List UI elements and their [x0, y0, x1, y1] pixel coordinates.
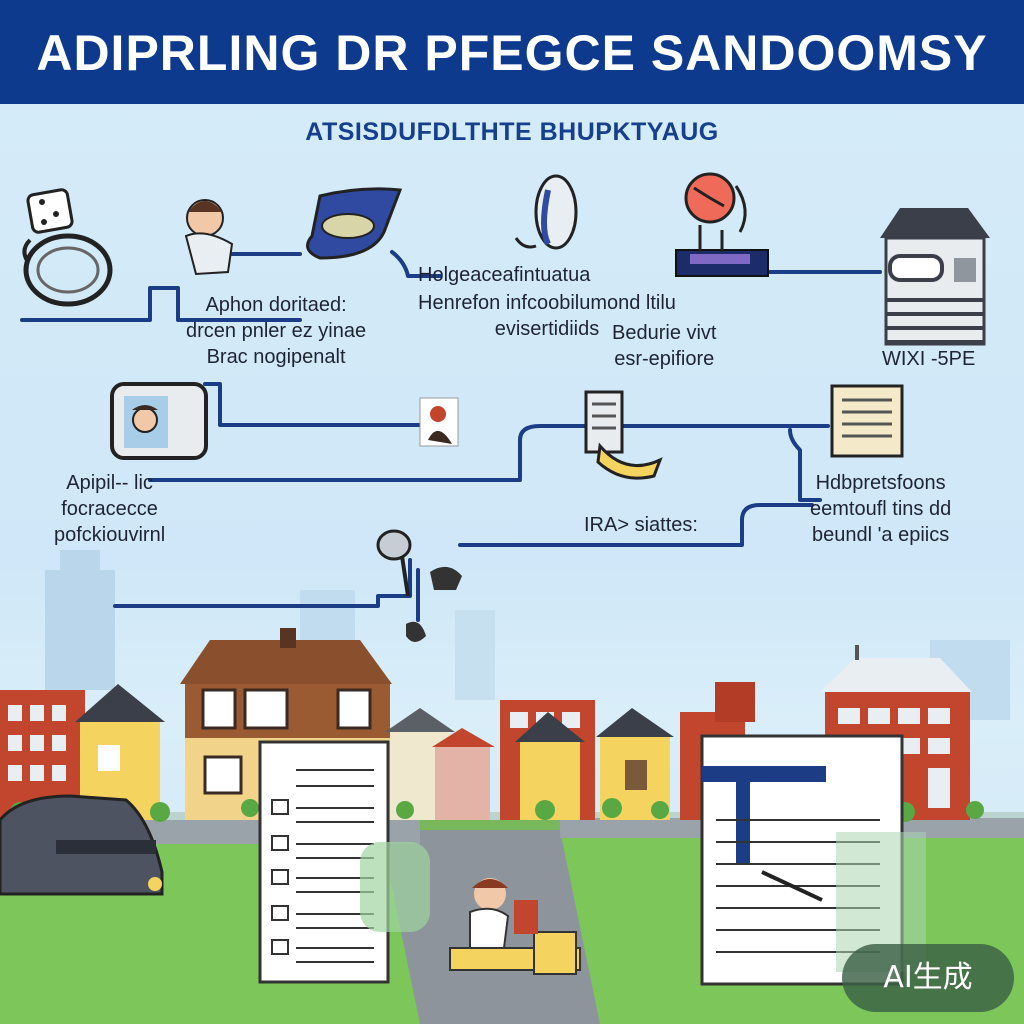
- label-node-f-line2: focracecce: [61, 498, 158, 520]
- label-node-d: Bedurie vivt esr-epifiore: [612, 320, 717, 372]
- device-icon: [584, 390, 663, 480]
- shoe-icon: [306, 187, 403, 260]
- label-node-h-line3: beundl 'a epiics: [811, 524, 950, 546]
- tie-icon: [514, 174, 578, 250]
- connector-shoe-text: [390, 250, 442, 278]
- label-node-f-line3: pofckiouvirnl: [54, 524, 166, 546]
- building-icon: [880, 208, 990, 346]
- label-node-a-line3: Brac nogipenalt: [206, 346, 346, 368]
- person-icon: [184, 199, 234, 276]
- worker-icon: [449, 878, 581, 975]
- dice-icon: [26, 188, 74, 234]
- page-title: ADIPRLING DR PFEGCE SANDOOMSY: [36, 25, 988, 81]
- cable-icon: [22, 233, 113, 307]
- connector-row2-left: [203, 382, 422, 427]
- clock-icon: [684, 172, 747, 233]
- label-node-f-line1: Apipil-- lic: [66, 472, 153, 494]
- label-node-h-line1: Hdbpretsfoons: [815, 472, 946, 494]
- connector-row1-left: [20, 286, 302, 322]
- label-node-a-line1: Aphon doritaed:: [205, 294, 347, 316]
- label-node-h-line2: eemtoufl tins dd: [810, 498, 952, 520]
- label-node-c-line1: Henrefon infcoobilumond ltilu: [418, 292, 676, 314]
- label-node-a: Aphon doritaed: drcen pnler ez yinae Bra…: [186, 292, 366, 370]
- label-node-e: WIXI -5PE: [882, 348, 976, 370]
- label-node-g: IRA> siattes:: [584, 514, 698, 536]
- lamp-icon: [376, 529, 412, 597]
- connector-row2-mid: [518, 424, 830, 480]
- label-node-c: Henrefon infcoobilumond ltilu evisertidi…: [418, 290, 676, 342]
- cat-icon: [406, 566, 462, 642]
- page-subtitle: ATSISDUFDLTHTE BHUPKTYAUG: [305, 118, 719, 146]
- label-node-c-line2: evisertidiids: [494, 318, 600, 340]
- middle-houses: [385, 700, 674, 820]
- laptop-icon: [675, 225, 769, 277]
- ai-generated-badge: AI生成: [842, 944, 1014, 1012]
- document-icon: [830, 384, 904, 458]
- car-icon: [0, 794, 164, 896]
- title-bar: ADIPRLING DR PFEGCE SANDOOMSY: [0, 0, 1024, 104]
- label-node-d-line1: Bedurie vivt: [612, 322, 717, 344]
- label-node-h: Hdbpretsfoons eemtoufl tins dd beundl 'a…: [810, 470, 951, 548]
- connector-row3: [458, 503, 814, 547]
- label-node-a-line2: drcen pnler ez yinae: [186, 320, 367, 342]
- person-small-icon: [419, 397, 459, 447]
- label-node-b: Holgeaceafintuatua: [418, 264, 591, 286]
- portrait-icon: [110, 382, 208, 460]
- connector-row2-right: [788, 428, 822, 502]
- connectors: [20, 250, 882, 622]
- label-node-f: Apipil-- lic focracecce pofckiouvirnl: [54, 470, 165, 548]
- label-node-d-line2: esr-epifiore: [614, 348, 715, 370]
- connector-row4: [113, 558, 412, 608]
